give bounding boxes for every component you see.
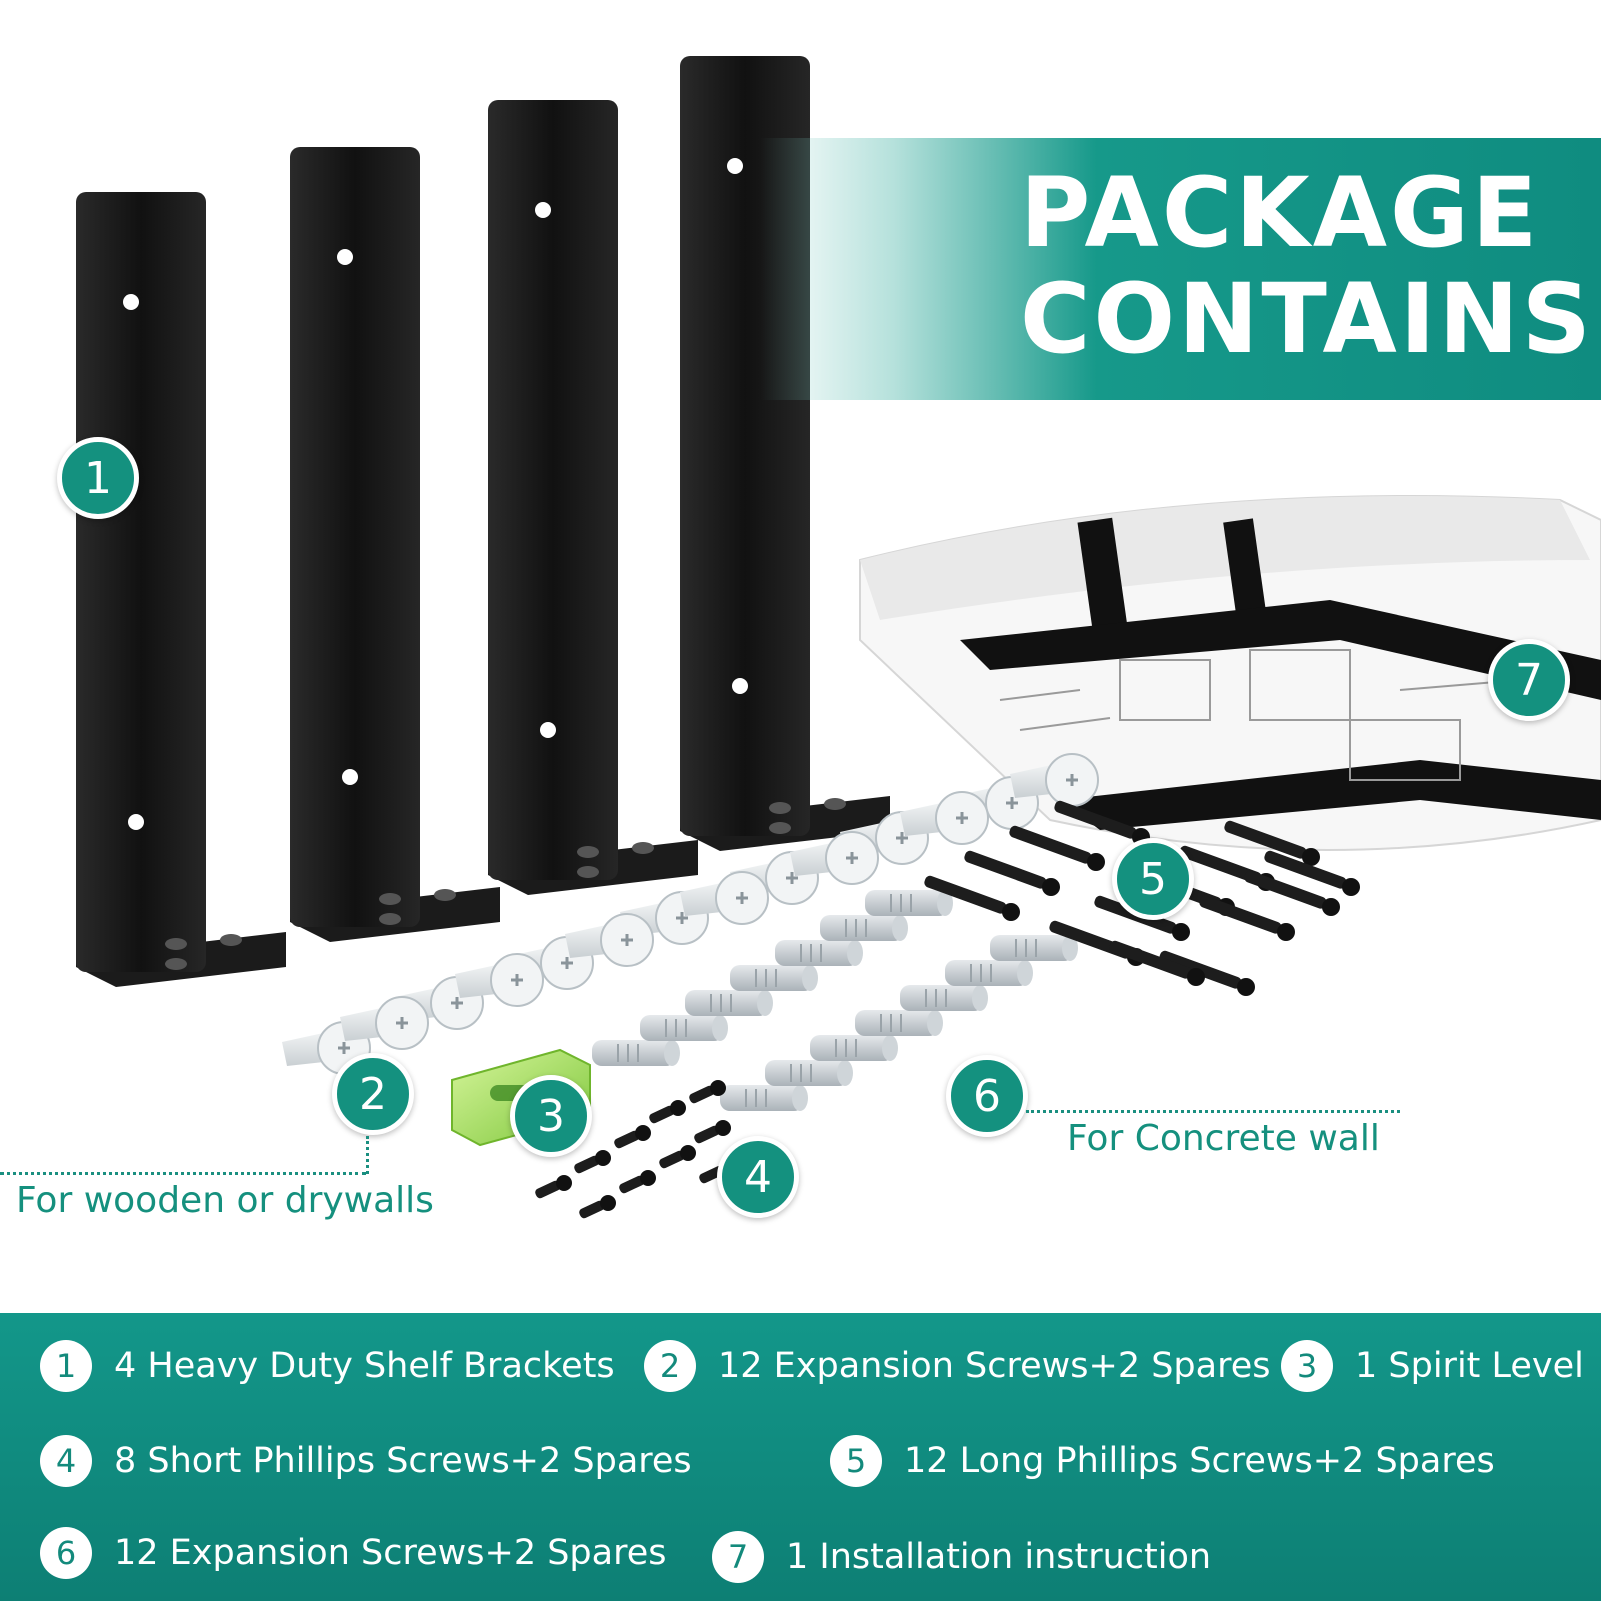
badge-3: 3 [510,1075,592,1157]
badge-1: 1 [57,437,139,519]
legend-text-5: 12 Long Phillips Screws+2 Spares [904,1441,1495,1481]
legend-item-3: 3 1 Spirit Level [1281,1340,1584,1392]
badge-6: 6 [946,1055,1028,1137]
legend-number-4: 4 [40,1435,92,1487]
legend-number-5: 5 [830,1435,882,1487]
badge-5: 5 [1112,838,1194,920]
legend-item-6: 6 12 Expansion Screws+2 Spares [40,1527,666,1579]
wood-caption: For wooden or drywalls [16,1180,434,1221]
badge-4: 4 [717,1136,799,1218]
legend-text-1: 4 Heavy Duty Shelf Brackets [114,1346,615,1386]
legend-item-7: 7 1 Installation instruction [712,1531,1211,1583]
legend-item-5: 5 12 Long Phillips Screws+2 Spares [830,1435,1495,1487]
wood-leader-line-vertical [366,1136,369,1174]
title-line-2: CONTAINS [1020,263,1594,375]
package-legend: 1 4 Heavy Duty Shelf Brackets 2 12 Expan… [0,1313,1601,1601]
instruction-sheet [859,495,1601,851]
legend-text-7: 1 Installation instruction [786,1537,1212,1577]
concrete-caption: For Concrete wall [1067,1118,1380,1159]
legend-item-1: 1 4 Heavy Duty Shelf Brackets [40,1340,615,1392]
legend-text-6: 12 Expansion Screws+2 Spares [114,1533,667,1573]
legend-number-2: 2 [644,1340,696,1392]
legend-item-2: 2 12 Expansion Screws+2 Spares [644,1340,1270,1392]
legend-text-4: 8 Short Phillips Screws+2 Spares [114,1441,692,1481]
wood-leader-line [0,1172,366,1175]
legend-text-2: 12 Expansion Screws+2 Spares [718,1346,1271,1386]
badge-2: 2 [332,1053,414,1135]
legend-number-3: 3 [1281,1340,1333,1392]
title-line-1: PACKAGE [1020,157,1541,269]
legend-text-3: 1 Spirit Level [1355,1346,1584,1386]
header-banner [760,138,1601,400]
badge-7: 7 [1488,639,1570,721]
concrete-leader-line [1026,1110,1400,1113]
legend-item-4: 4 8 Short Phillips Screws+2 Spares [40,1435,692,1487]
page-title: PACKAGE CONTAINS [1020,157,1594,375]
legend-number-7: 7 [712,1531,764,1583]
legend-number-6: 6 [40,1527,92,1579]
legend-number-1: 1 [40,1340,92,1392]
